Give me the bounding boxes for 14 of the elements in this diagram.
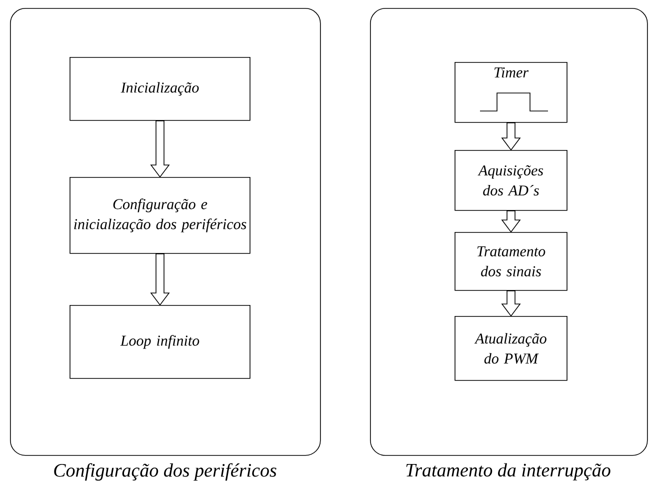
arrow: [501, 210, 521, 233]
process-box: Timer: [454, 62, 568, 123]
arrow: [150, 253, 170, 306]
arrow: [501, 290, 521, 317]
process-box: Inicialização: [70, 57, 250, 121]
panel-caption: Configuração dos periféricos: [54, 463, 276, 481]
process-box: Configuração e inicialização dos periféricos: [70, 177, 250, 254]
process-box: Tratamento dos sinais: [454, 232, 568, 291]
process-box: Aquisições dos AD´s: [454, 150, 568, 211]
process-box: Atualização do PWM: [454, 316, 568, 381]
arrow: [501, 122, 521, 151]
process-box: Loop infinito: [70, 305, 250, 379]
arrow: [150, 120, 170, 178]
panel-caption: Tratamento da interrupção: [406, 463, 610, 480]
